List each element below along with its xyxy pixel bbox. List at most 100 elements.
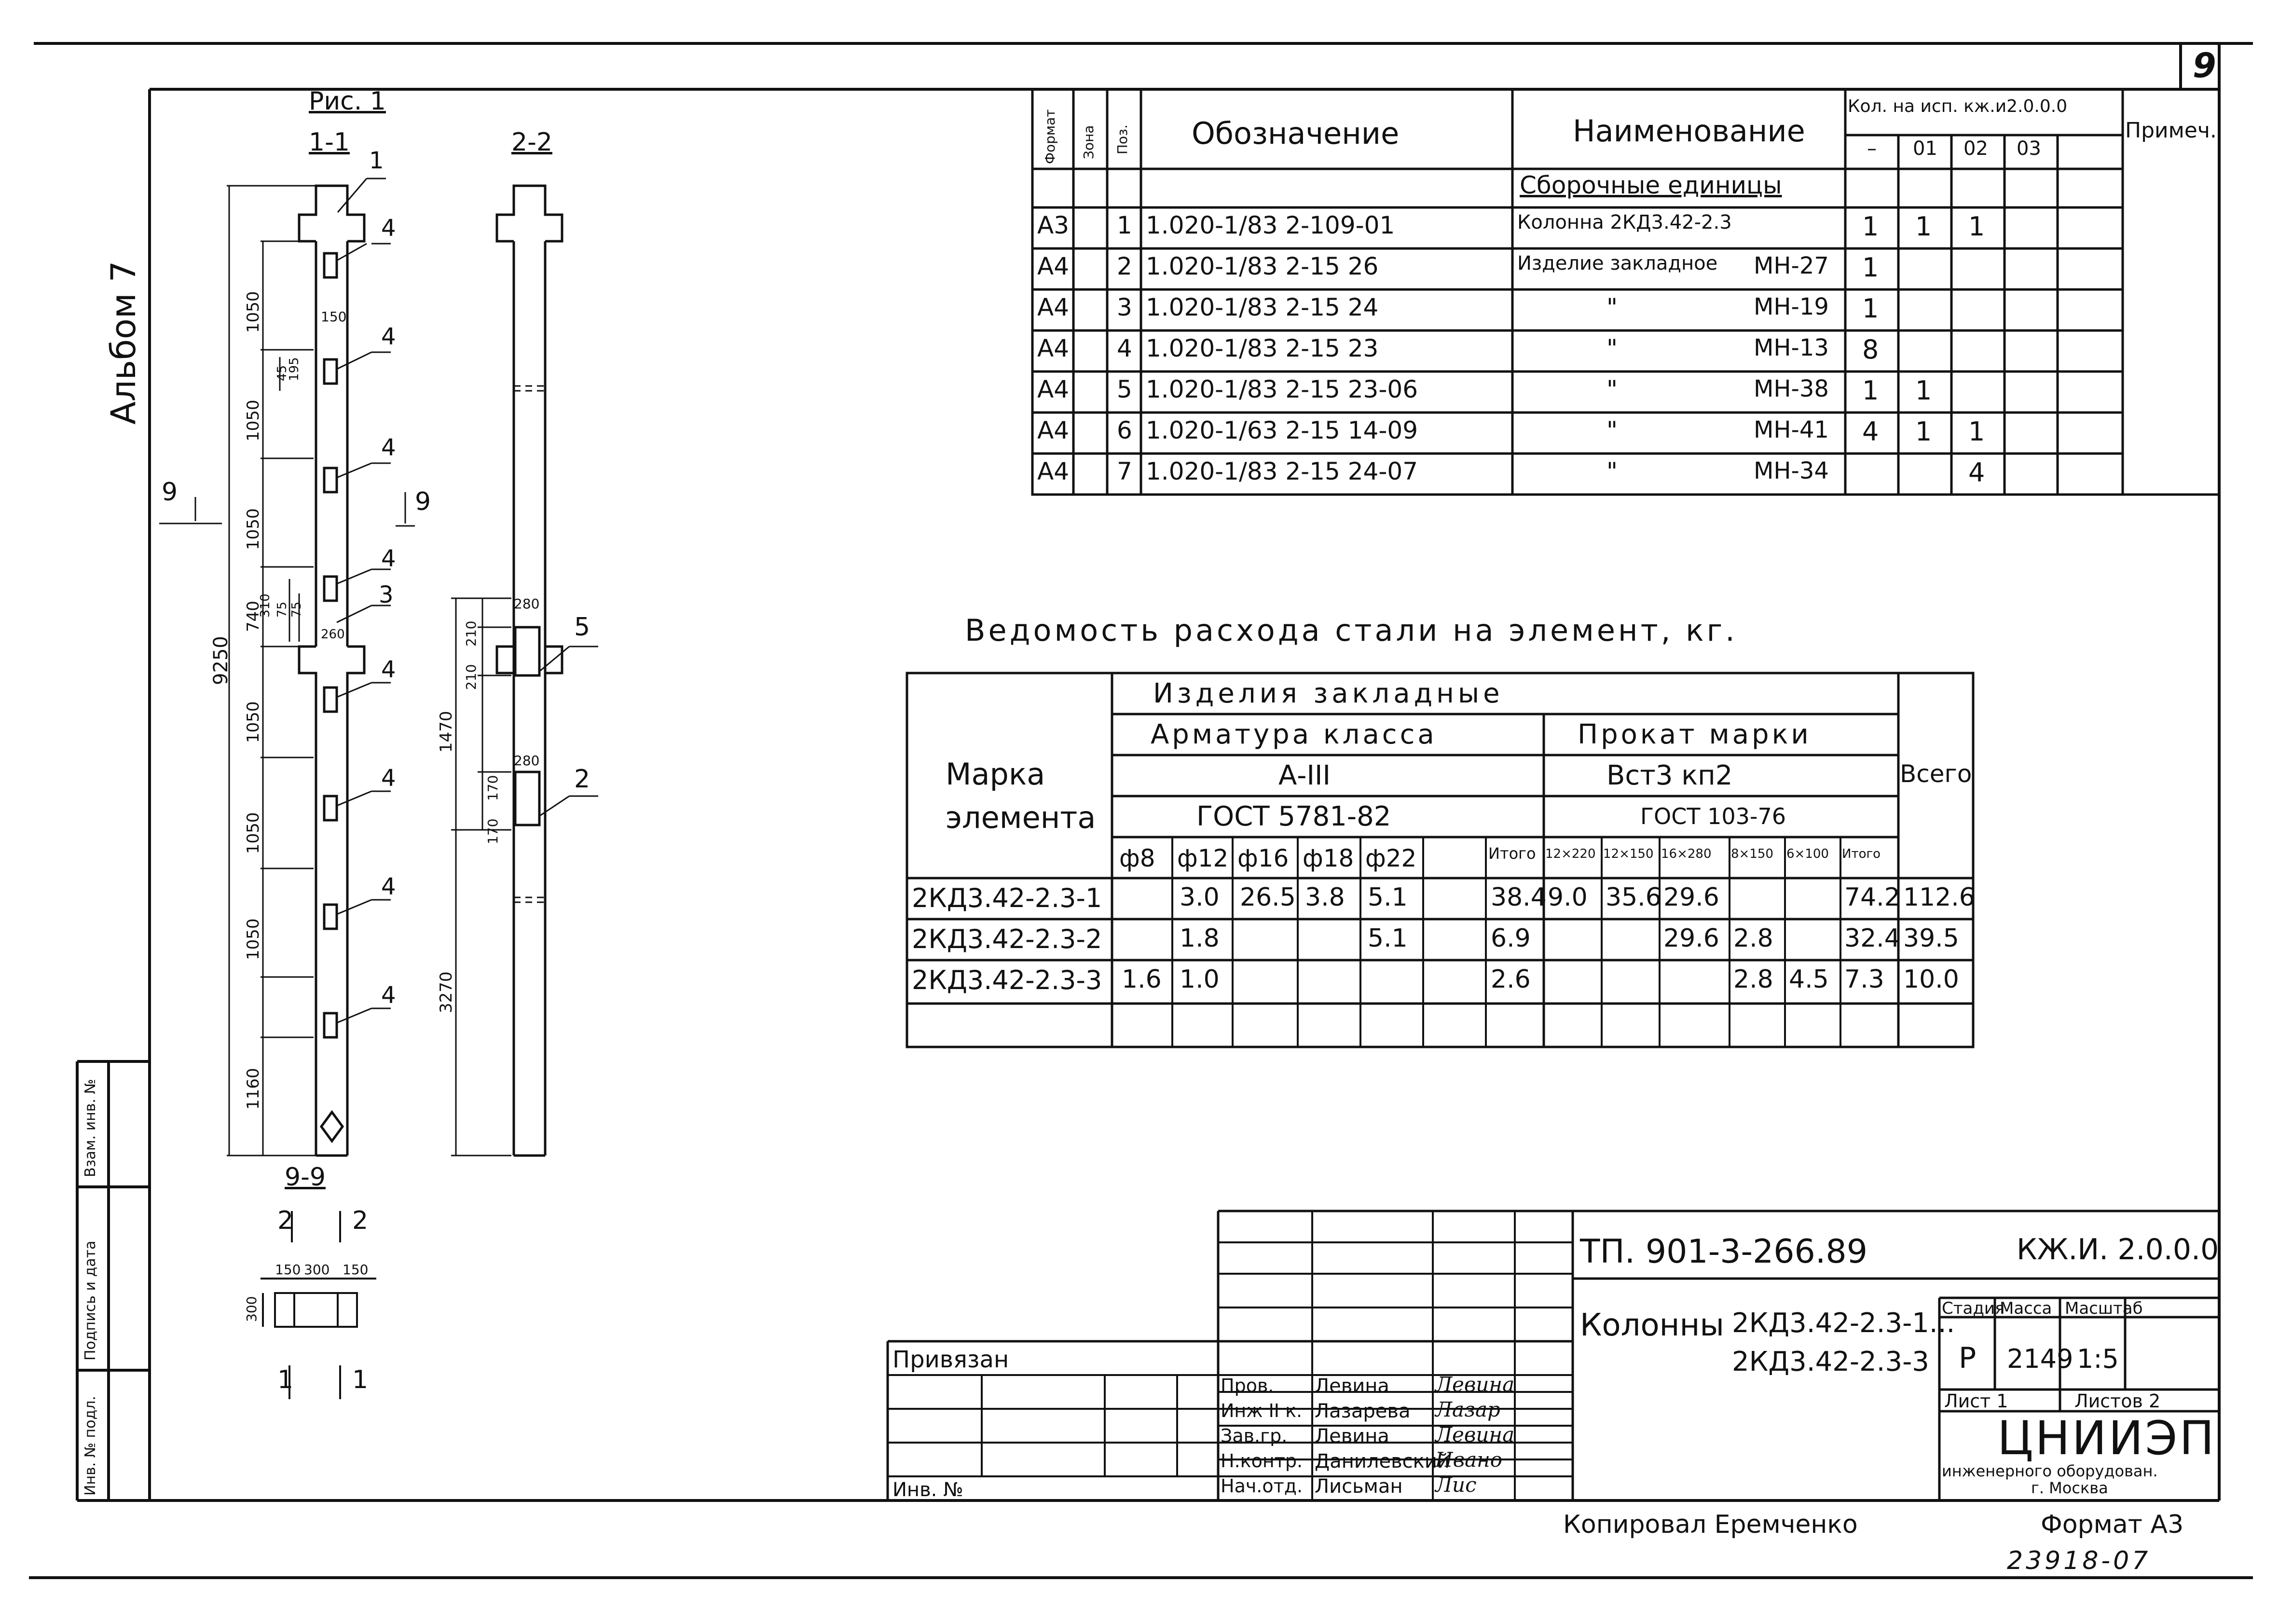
section-9-9-label: 9-9 [285, 1163, 326, 1192]
role-title: Нач.отд. [1221, 1475, 1303, 1497]
section-cut-2-left: 2 [277, 1206, 294, 1235]
spec-cell-qty: 1 [1862, 375, 1879, 406]
title-bound: Привязан [892, 1346, 1009, 1373]
spec-cell-pos: 2 [1117, 252, 1132, 280]
dim-2-2: 3270 [437, 971, 456, 1013]
steel-cell-rebar: 38.4 [1491, 883, 1547, 912]
steel-cell-profile: 2.8 [1733, 965, 1773, 994]
steel-header-rebar-gost: ГОСТ 5781-82 [1196, 801, 1391, 832]
signature: Ивано [1435, 1448, 1503, 1472]
spec-cell-qty: 1 [1915, 375, 1932, 406]
steel-cell-profile: 4.5 [1789, 965, 1829, 994]
steel-cell-total: 10.0 [1903, 965, 1959, 994]
spec-header-designation: Обозначение [1192, 116, 1400, 151]
steel-cell-rebar: 5.1 [1368, 924, 1408, 953]
callout-position: 4 [381, 215, 396, 242]
steel-subheader-rebar: ф22 [1365, 844, 1417, 872]
callout-position: 4 [381, 982, 396, 1009]
spec-cell-pos: 1 [1117, 211, 1132, 239]
title-name-label: Колонны [1580, 1307, 1724, 1343]
spec-cell-pos: 4 [1117, 334, 1132, 362]
steel-header-profile: Прокат марки [1578, 719, 1812, 750]
dim-total-height: 9250 [210, 636, 232, 685]
spec-cell-mark: МН-38 [1754, 375, 1829, 402]
signature: Лазар [1435, 1398, 1500, 1421]
steel-cell-mark: 2КД3.42-2.3-3 [912, 965, 1102, 995]
callout-position: 4 [381, 656, 396, 683]
dim-small: 310 [258, 593, 273, 618]
callout-position: 4 [381, 873, 396, 900]
title-sheets: Листов 2 [2074, 1390, 2161, 1412]
dim-1-1-segment: 1050 [244, 701, 263, 743]
signature: Лис [1435, 1473, 1477, 1497]
role-title: Зав.гр. [1221, 1425, 1288, 1446]
spec-cell-qty: 4 [1862, 416, 1879, 447]
title-scale-header: Масштаб [2065, 1299, 2143, 1318]
album-label: Альбом 7 [104, 261, 143, 425]
stamp-signature-date: Подпись и дата [82, 1240, 99, 1361]
steel-cell-total: 39.5 [1903, 924, 1959, 953]
steel-subheader-rebar: ф12 [1177, 844, 1229, 872]
section-cut-9-right: 9 [415, 487, 431, 516]
steel-cell-profile: 29.6 [1663, 924, 1719, 953]
dim-1-1-segment: 1050 [244, 508, 263, 550]
section-cut-1-left: 1 [277, 1365, 294, 1394]
role-name: Данилевский [1315, 1450, 1450, 1473]
dim-9-9: 150 [275, 1262, 301, 1278]
dim-2-2: 210 [463, 620, 479, 647]
spec-cell-format: А4 [1037, 375, 1070, 403]
dim-1-1-segment: 1050 [244, 399, 263, 441]
spec-cell-qty: 4 [1968, 457, 1985, 488]
steel-header-rebar-class: А-III [1278, 760, 1331, 791]
callout-position: 4 [381, 765, 396, 792]
dim-1-1-segment: 1160 [244, 1068, 263, 1110]
title-inv-number: Инв. № [892, 1479, 963, 1501]
steel-cell-profile: 35.6 [1606, 883, 1661, 912]
spec-cell-qty: 1 [1862, 293, 1879, 324]
spec-cell-name: " [1606, 457, 1618, 485]
spec-cell-designation: 1.020-1/83 2-15 23-06 [1146, 375, 1418, 403]
title-org-line2: инженерного оборудован. [1942, 1462, 2158, 1480]
spec-cell-name: " [1606, 293, 1618, 321]
dim-9-9: 150 [343, 1262, 369, 1278]
role-name: Левина [1315, 1375, 1389, 1397]
steel-table-title: Ведомость расхода стали на элемент, кг. [965, 613, 1738, 648]
dim-1-1-segment: 1050 [244, 812, 263, 854]
callout-position: 4 [381, 545, 396, 572]
steel-cell-profile: 29.6 [1663, 883, 1719, 912]
sheet-number: 9 [2193, 46, 2216, 85]
title-name-line2: 2КД3.42-2.3-3 [1732, 1346, 1929, 1377]
spec-qty-col: 02 [1963, 138, 1988, 160]
dim-2-2: 170 [485, 775, 501, 801]
steel-cell-rebar: 1.6 [1122, 965, 1162, 994]
title-scale: 1:5 [2077, 1344, 2119, 1374]
spec-header-zone: Зона [1081, 125, 1097, 159]
spec-cell-designation: 1.020-1/83 2-15 24-07 [1146, 457, 1418, 485]
steel-subheader-rebar: Итого [1488, 844, 1536, 863]
title-mass-header: Масса [2000, 1299, 2052, 1318]
steel-subheader-profile: 12×220 [1545, 847, 1596, 861]
steel-cell-profile: 9.0 [1548, 883, 1588, 912]
section-cut-9-left: 9 [162, 478, 178, 507]
spec-cell-qty: 1 [1915, 211, 1932, 242]
title-stage-header: Стадия [1942, 1299, 2005, 1318]
steel-cell-rebar: 1.0 [1180, 965, 1220, 994]
title-org-line3: г. Москва [2031, 1479, 2108, 1497]
dim-small: 150 [321, 309, 347, 325]
dim-1-1-segment: 1050 [244, 291, 263, 333]
spec-header-name: Наименование [1573, 113, 1805, 149]
spec-header-pos: Поз. [1114, 124, 1130, 154]
spec-cell-qty: 1 [1862, 211, 1879, 242]
spec-cell-mark: МН-27 [1754, 252, 1829, 279]
spec-cell-designation: 1.020-1/83 2-15 24 [1146, 293, 1379, 321]
dim-small: 75 [289, 601, 304, 618]
signature: Левина [1435, 1373, 1515, 1396]
spec-cell-designation: 1.020-1/83 2-109-01 [1146, 211, 1395, 239]
spec-cell-format: А4 [1037, 457, 1070, 485]
dim-2-2: 170 [485, 818, 501, 844]
spec-cell-qty: 1 [1968, 211, 1985, 242]
dim-2-2: 210 [463, 664, 479, 690]
spec-cell-qty: 1 [1968, 416, 1985, 447]
spec-cell-format: А4 [1037, 252, 1070, 280]
